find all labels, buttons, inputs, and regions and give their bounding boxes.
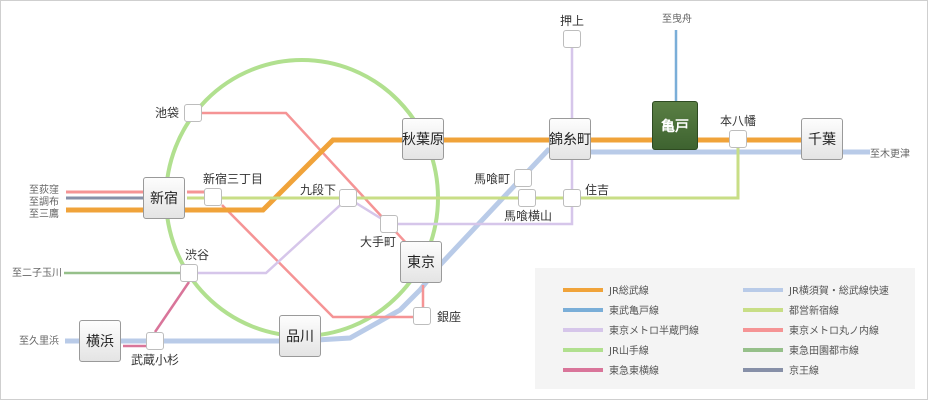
legend-swatch xyxy=(563,327,603,332)
station-shinjuku-sanchome[interactable] xyxy=(204,188,222,206)
direction-futakotamagawa: 至二子玉川 xyxy=(12,268,62,279)
label-ginza: 銀座 xyxy=(437,310,462,324)
legend-item: 都営新宿線 xyxy=(743,302,839,317)
station-sumiyoshi[interactable] xyxy=(563,189,581,207)
direction-mitaka: 至三鷹 xyxy=(29,209,59,220)
legend-item: 東京メトロ丸ノ内線 xyxy=(743,322,879,337)
label-shibuya: 渋谷 xyxy=(185,248,210,262)
legend-label: JR総武線 xyxy=(609,286,649,297)
label-bakuroyokoyama: 馬喰横山 xyxy=(504,209,553,223)
legend-swatch xyxy=(743,367,783,372)
legend-item: 東急東横線 xyxy=(563,362,659,377)
station-bakuroyokoyama[interactable] xyxy=(518,189,536,207)
station-kameido-highlighted[interactable]: 亀戸 xyxy=(652,101,698,150)
station-otemachi[interactable] xyxy=(380,215,398,233)
label-musashikosugi: 武蔵小杉 xyxy=(131,353,180,367)
label-sumiyoshi: 住吉 xyxy=(585,183,610,197)
legend-label: JR横須賀・総武線快速 xyxy=(789,286,889,297)
legend-swatch xyxy=(743,327,783,332)
station-motoyawata[interactable] xyxy=(729,130,747,148)
legend-label: 東急田園都市線 xyxy=(789,346,859,357)
direction-kurihama: 至久里浜 xyxy=(19,336,59,347)
label-shinjuku-sanchome: 新宿三丁目 xyxy=(203,172,264,186)
station-oshiage[interactable] xyxy=(563,30,581,48)
legend-label: 東京メトロ半蔵門線 xyxy=(609,326,699,337)
label-ikebukuro: 池袋 xyxy=(155,106,180,120)
station-yokohama[interactable]: 横浜 xyxy=(79,320,121,362)
station-ginza[interactable] xyxy=(413,307,431,325)
legend-swatch xyxy=(563,307,603,312)
label-kudanshita: 九段下 xyxy=(300,183,337,197)
station-ikebukuro[interactable] xyxy=(184,104,202,122)
legend-label: 東急東横線 xyxy=(609,366,659,377)
legend-item: JR山手線 xyxy=(563,342,649,357)
station-shinagawa[interactable]: 品川 xyxy=(279,315,321,357)
station-tokyo[interactable]: 東京 xyxy=(400,241,442,283)
legend-item: JR総武線 xyxy=(563,282,649,297)
label-bakurocho: 馬喰町 xyxy=(474,172,511,186)
station-kinshicho[interactable]: 錦糸町 xyxy=(549,118,591,160)
direction-ogikubo: 至荻窪 xyxy=(29,185,59,196)
legend-label: 京王線 xyxy=(789,366,819,377)
legend-item: JR横須賀・総武線快速 xyxy=(743,282,889,297)
direction-chofu: 至調布 xyxy=(29,197,59,208)
legend-item: 東京メトロ半蔵門線 xyxy=(563,322,699,337)
legend-item: 京王線 xyxy=(743,362,819,377)
legend: JR総武線 JR横須賀・総武線快速 東武亀戸線 都営新宿線 東京メトロ半蔵門線 … xyxy=(535,268,915,389)
label-otemachi: 大手町 xyxy=(360,235,397,249)
direction-hikifune: 至曳舟 xyxy=(662,14,692,25)
legend-label: 都営新宿線 xyxy=(789,306,839,317)
legend-swatch xyxy=(563,347,603,352)
label-motoyawata: 本八幡 xyxy=(720,114,757,128)
legend-swatch xyxy=(563,367,603,372)
line-toei-shinjuku xyxy=(187,148,740,200)
station-chiba[interactable]: 千葉 xyxy=(801,118,843,160)
direction-kisarazu: 至木更津 xyxy=(870,149,910,160)
legend-label: JR山手線 xyxy=(609,346,649,357)
legend-label: 東京メトロ丸ノ内線 xyxy=(789,326,879,337)
legend-swatch xyxy=(743,307,783,312)
station-musashikosugi[interactable] xyxy=(146,332,164,350)
legend-label: 東武亀戸線 xyxy=(609,306,659,317)
legend-swatch xyxy=(563,287,603,292)
legend-swatch xyxy=(743,287,783,292)
label-oshiage: 押上 xyxy=(560,14,585,28)
line-toyoko xyxy=(153,281,191,333)
station-bakurocho[interactable] xyxy=(514,169,532,187)
station-shibuya[interactable] xyxy=(180,264,198,282)
line-marunouchi xyxy=(202,111,421,259)
legend-swatch xyxy=(743,347,783,352)
line-marunouchi xyxy=(221,204,413,319)
station-kudanshita[interactable] xyxy=(339,189,357,207)
legend-item: 東急田園都市線 xyxy=(743,342,859,357)
legend-item: 東武亀戸線 xyxy=(563,302,659,317)
station-akihabara[interactable]: 秋葉原 xyxy=(402,118,444,160)
station-shinjuku[interactable]: 新宿 xyxy=(143,177,185,219)
